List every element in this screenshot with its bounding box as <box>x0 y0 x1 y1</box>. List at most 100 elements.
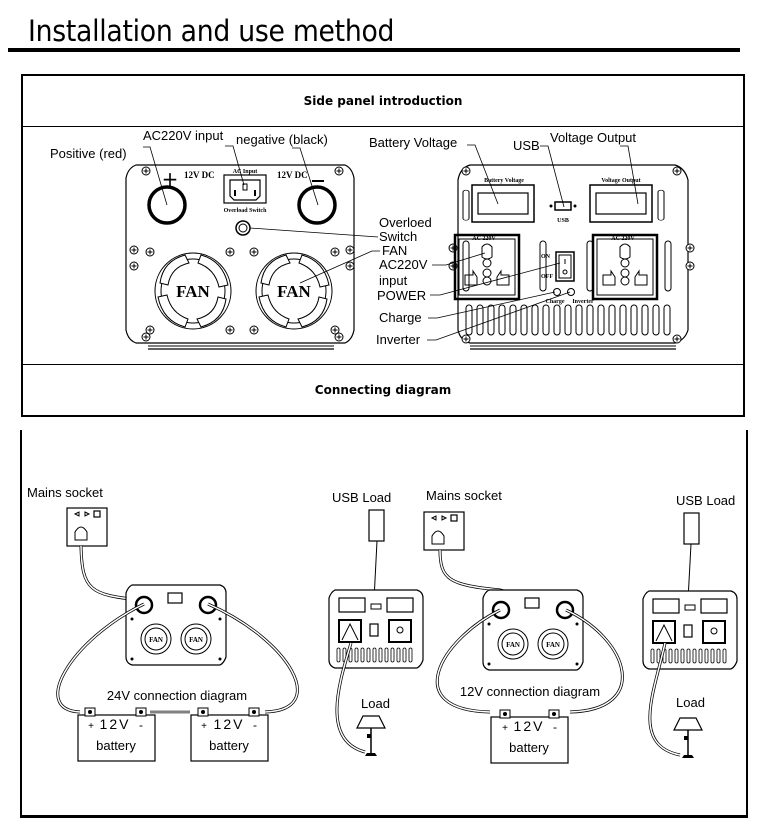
vent-slot <box>608 304 616 336</box>
vent-slot <box>597 304 605 336</box>
overload-printed: Overload Switch <box>224 208 267 214</box>
plus-symbol: + <box>162 167 179 191</box>
battery-24v-2: + 12V - battery <box>190 707 269 762</box>
vent-slot <box>641 304 649 336</box>
battery-voltage: 12V <box>100 716 131 732</box>
negative-terminal <box>297 180 337 225</box>
voltage-output-printed: Voltage Output <box>601 178 640 184</box>
battery-minus: - <box>553 720 557 734</box>
ac-input-label: AC220V input <box>143 128 224 143</box>
battery-voltage-printed: Battery Voltage <box>484 178 524 184</box>
usb-load-label-12v: USB Load <box>676 493 735 508</box>
battery-voltage-label: Battery Voltage <box>369 135 457 150</box>
load-label-12v: Load <box>676 695 705 710</box>
side-panel-header: Side panel introduction <box>23 76 743 127</box>
vent-slot <box>553 304 561 336</box>
vent-slot <box>619 304 627 336</box>
charge-label: Charge <box>379 310 422 325</box>
connection-12v-group: Mains socket 12V connection diagram + 12… <box>423 488 738 764</box>
ac-side-panel: Battery Voltage USB Voltage Output AC 22… <box>448 164 695 350</box>
bottom-vents <box>465 304 671 336</box>
lamp-load-12v <box>673 717 703 759</box>
connecting-diagram-section <box>20 430 748 818</box>
usb-load-device-24v <box>368 509 385 542</box>
positive-label: Positive (red) <box>50 146 127 161</box>
charge-printed: Charge <box>546 299 565 305</box>
overload-switch-label-2: Switch <box>379 229 417 244</box>
battery-label: battery <box>209 738 249 753</box>
vent-slot <box>663 304 671 336</box>
battery-minus: - <box>253 718 257 732</box>
vent-slot <box>509 304 517 336</box>
battery-label: battery <box>509 740 549 755</box>
vent-slot <box>542 304 550 336</box>
dc-label-left: 12V DC <box>184 170 215 180</box>
battery-plus: + <box>88 721 94 732</box>
overload-switch <box>235 220 251 236</box>
mains-socket-label-24v: Mains socket <box>27 485 103 500</box>
battery-voltage: 12V <box>514 718 545 734</box>
vent-slot <box>630 304 638 336</box>
vent-slot <box>487 304 495 336</box>
vent-slot <box>531 304 539 336</box>
dc-panel-callouts: Positive (red) AC220V input negative (bl… <box>50 128 432 284</box>
dc-side-panel: + 12V DC 12V DC AC Input Overload Switch <box>125 164 355 350</box>
fan-left: FAN <box>155 253 231 329</box>
inverter-dc-side-24v <box>124 583 228 667</box>
vent-slot <box>586 304 594 336</box>
dc-label-right: 12V DC <box>277 170 308 180</box>
battery-label: battery <box>96 738 136 753</box>
ac-input-port: AC Input Overload Switch <box>223 169 267 214</box>
fan-printed-left: FAN <box>176 282 210 301</box>
off-printed: OFF <box>541 274 553 280</box>
connection-24v-group: Mains socket 24V connection diagram + 12… <box>27 485 424 762</box>
voltage-output-display: Voltage Output <box>589 178 653 223</box>
mains-socket-12v <box>423 511 465 551</box>
battery-voltage-display: Battery Voltage <box>471 178 535 223</box>
connecting-diagram-header: Connecting diagram <box>23 364 743 415</box>
ac220v-input-label: AC220V <box>379 257 428 272</box>
battery-24v-1: + 12V - battery <box>77 707 156 762</box>
battery-plus: + <box>502 723 508 734</box>
vent-slot <box>465 304 473 336</box>
fan-right: FAN <box>256 253 332 329</box>
vent-slot <box>520 304 528 336</box>
inverter-label: Inverter <box>376 332 421 347</box>
vent-slot <box>476 304 484 336</box>
inverter-ac-side-24v <box>328 589 424 669</box>
fan-label: FAN <box>382 243 407 258</box>
vent-slot <box>498 304 506 336</box>
battery-plus: + <box>201 721 207 732</box>
usb-printed: USB <box>557 218 569 224</box>
load-label-24v: Load <box>361 696 390 711</box>
voltage-output-label: Voltage Output <box>550 130 636 145</box>
side-panel-section: Side panel introduction Connecting diagr… <box>21 74 745 417</box>
mains-socket-label-12v: Mains socket <box>426 488 502 503</box>
fan-printed-right: FAN <box>277 282 311 301</box>
ac-panel-callouts: Battery Voltage USB Voltage Output AC220… <box>369 130 639 347</box>
vent-slot <box>652 304 660 336</box>
power-label: POWER <box>377 288 426 303</box>
inverter-printed: Inverter <box>572 299 594 305</box>
battery-voltage: 12V <box>214 716 245 732</box>
title-underline <box>8 48 740 52</box>
battery-minus: - <box>139 718 143 732</box>
usb-load-label-24v: USB Load <box>332 490 391 505</box>
caption-12v: 12V connection diagram <box>460 684 600 699</box>
inverter-dc-side-12v <box>481 588 585 672</box>
overload-switch-label: Overloed <box>379 215 432 230</box>
ac220v-input-label-2: input <box>379 273 408 288</box>
battery-12v: + 12V - battery <box>490 709 569 764</box>
mains-socket-24v <box>66 507 108 547</box>
inverter-ac-side-12v <box>642 590 738 670</box>
usb-label: USB <box>513 138 540 153</box>
vent-slot <box>564 304 572 336</box>
ac-input-printed: AC Input <box>233 169 258 175</box>
indicator-leds: Charge Inverter <box>546 288 594 305</box>
on-printed: ON <box>541 254 551 260</box>
negative-label: negative (black) <box>236 132 328 147</box>
vent-slot <box>575 304 583 336</box>
usb-load-device-12v <box>683 512 700 545</box>
caption-24v: 24V connection diagram <box>107 688 247 703</box>
